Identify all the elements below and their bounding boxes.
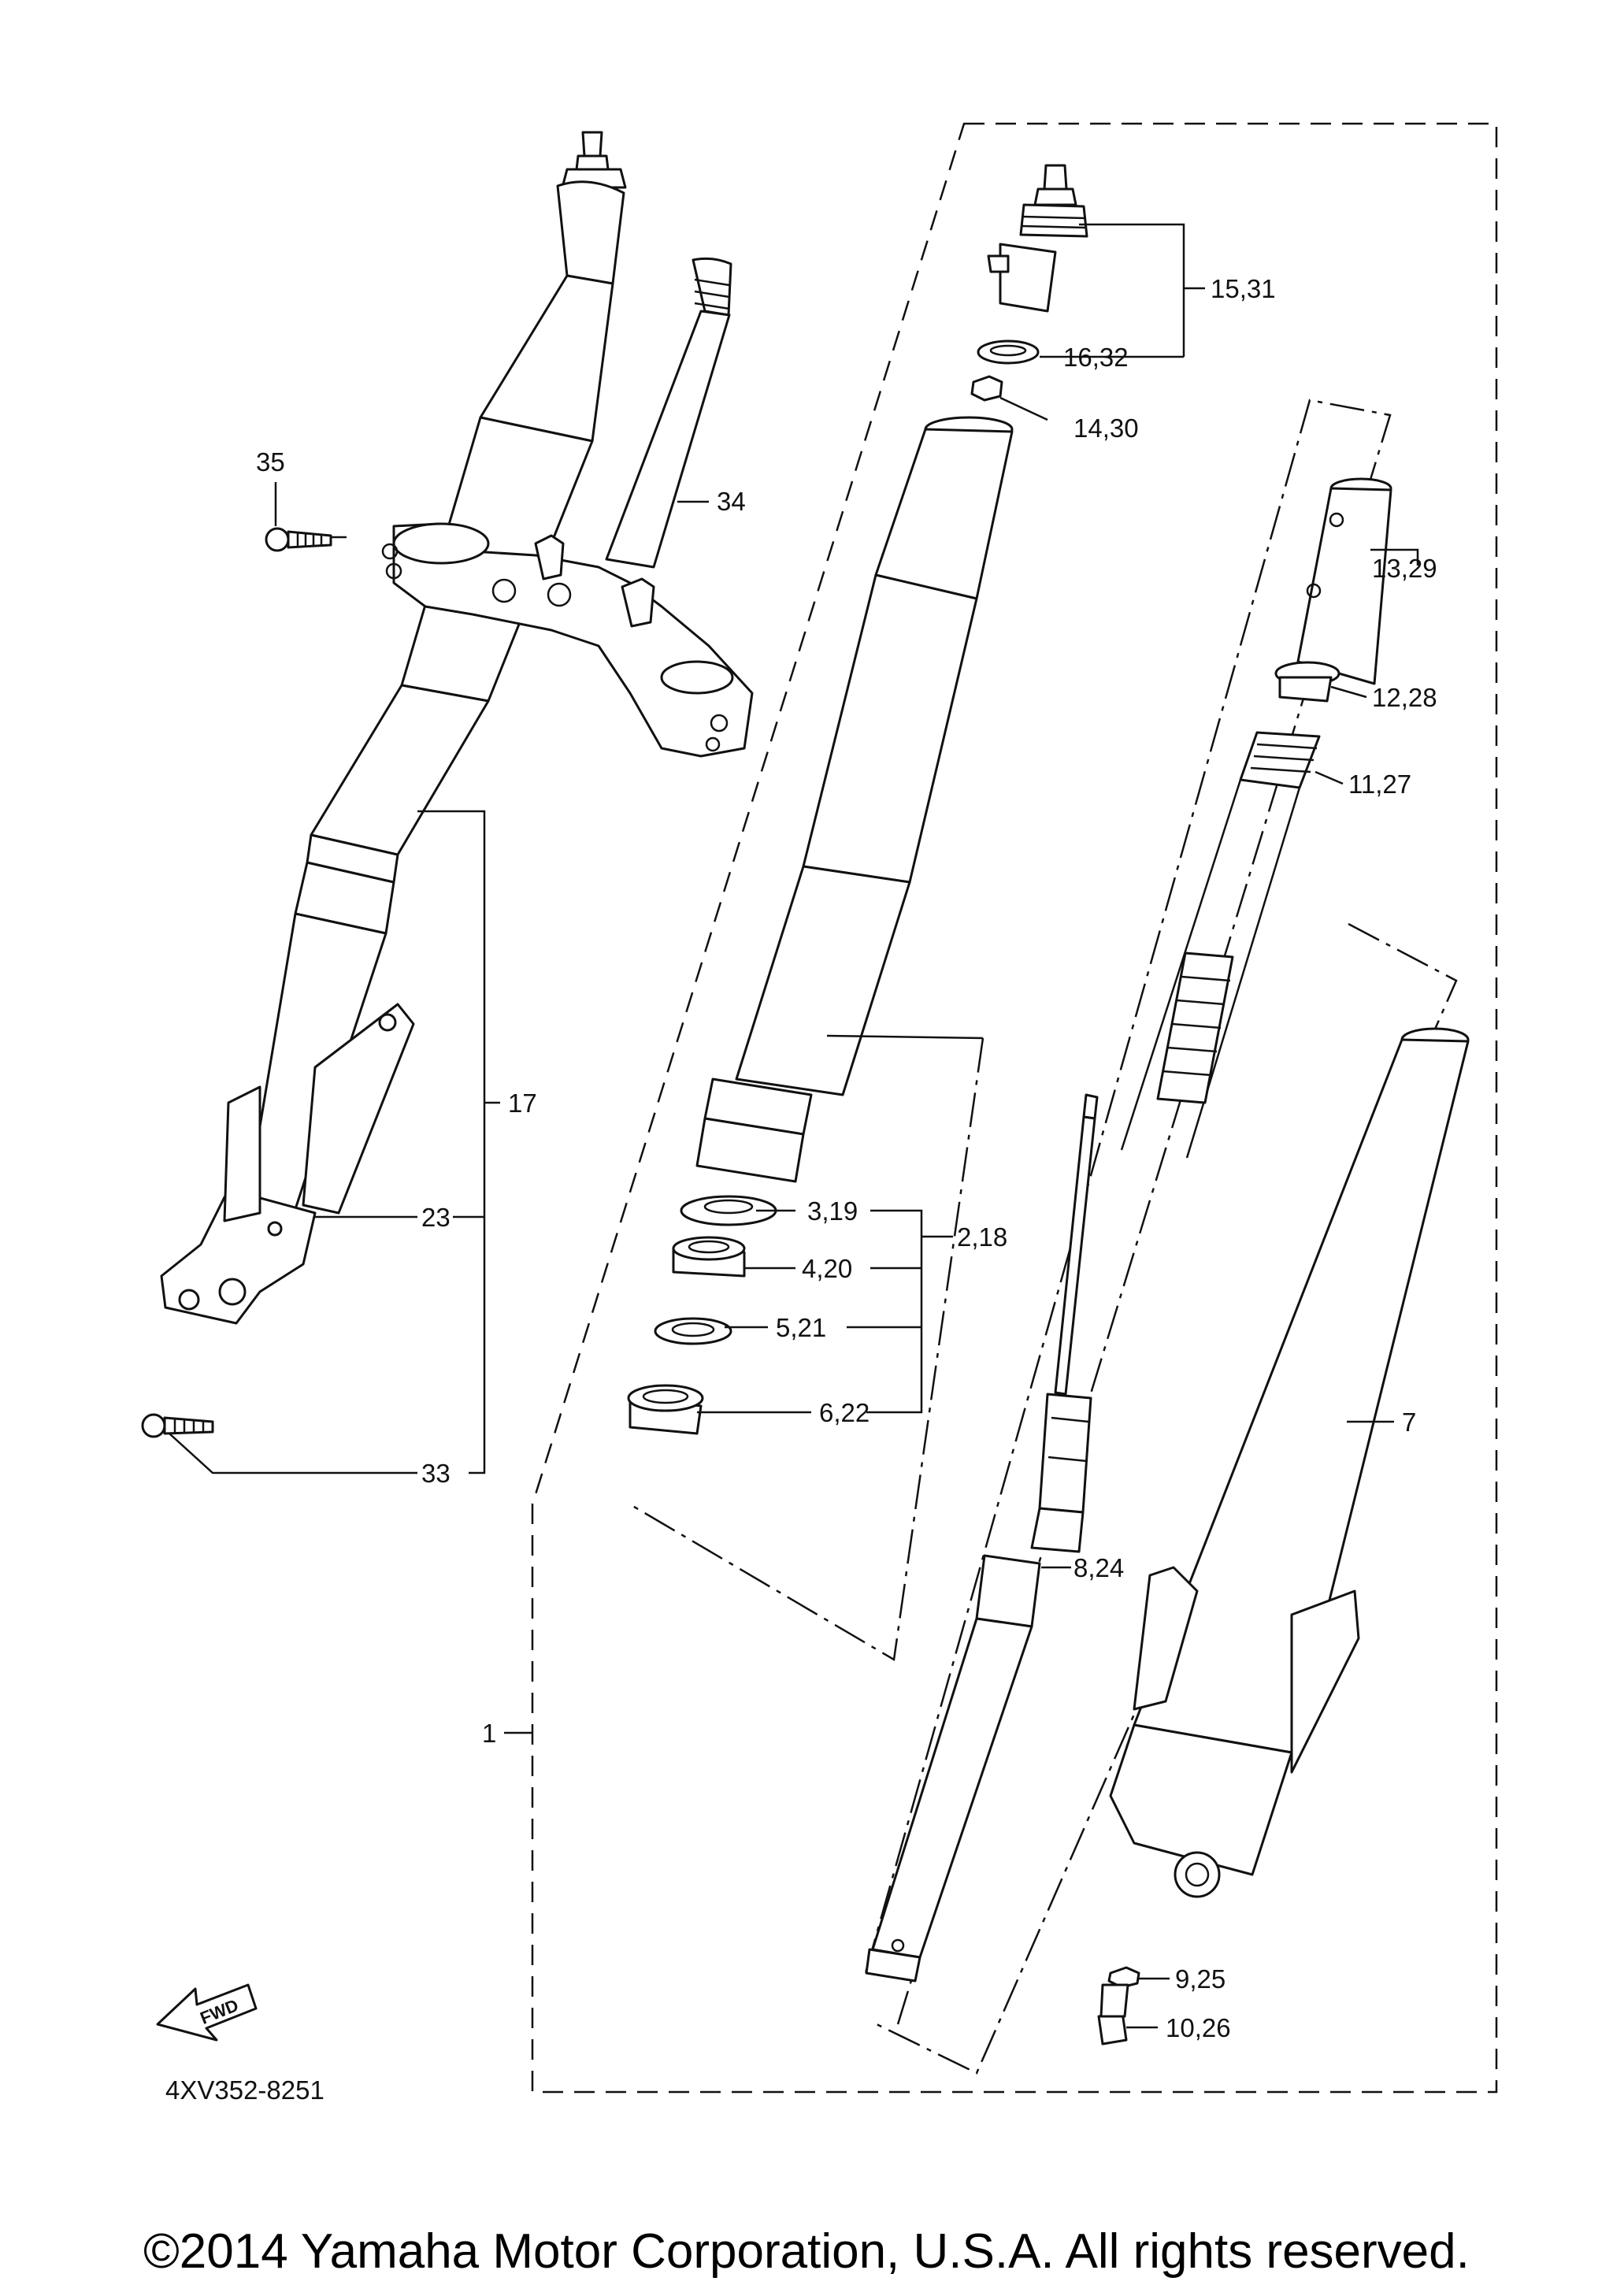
bolt-10-26	[1097, 1983, 1129, 2046]
callout-10-26: 10,26	[1166, 2013, 1231, 2042]
callout-13-29: 13,29	[1372, 554, 1437, 583]
callout-34: 34	[717, 487, 746, 516]
callout-15-31: 15,31	[1211, 274, 1276, 303]
callout-11-27: 11,27	[1348, 770, 1411, 799]
callout-33: 33	[421, 1459, 451, 1488]
callout-4-20: 4,20	[802, 1254, 852, 1283]
callout-12-28: 12,28	[1372, 683, 1437, 712]
inner-tube-2-18	[695, 416, 1014, 1183]
bolt-33	[141, 1413, 214, 1438]
copyright-notice: ©2014 Yamaha Motor Corporation, U.S.A. A…	[143, 2224, 1470, 2279]
damper-rod-8-24	[865, 1093, 1099, 1983]
callout-17: 17	[508, 1089, 537, 1118]
seal-stack	[627, 1195, 777, 1435]
fwd-arrow-icon: FWD	[156, 1983, 258, 2042]
callout-14-30: 14,30	[1073, 414, 1139, 443]
callout-3-19: 3,19	[807, 1196, 858, 1226]
callout-9-25: 9,25	[1175, 1964, 1226, 1994]
cap-bolt-15-31	[987, 164, 1088, 313]
steering-stem	[605, 257, 732, 569]
assembly-boundary	[531, 122, 1498, 2094]
bolt-35	[265, 527, 332, 552]
diagram-code: 4XV352-8251	[165, 2075, 324, 2105]
washer-9-25	[1107, 1966, 1140, 1989]
callout-7: 7	[1402, 1408, 1416, 1437]
outer-tube-7	[1109, 1027, 1470, 1898]
o-ring-16-32	[977, 339, 1040, 365]
callout-1: 1	[482, 1719, 496, 1748]
group-outline-seals	[629, 1037, 984, 1662]
under-bracket	[381, 522, 754, 758]
callout-35: 35	[256, 447, 285, 477]
group-outline-inner-tube	[862, 399, 1392, 2025]
spring-seat-12-28	[1274, 661, 1340, 703]
assembled-fork-leg	[160, 131, 627, 1325]
collar-13-29	[1296, 477, 1392, 685]
nut-14-30	[970, 375, 1003, 402]
callout-2-18: 2,18	[957, 1222, 1007, 1252]
callout-6-22: 6,22	[819, 1398, 870, 1427]
callout-23: 23	[421, 1203, 451, 1232]
callout-16-32: 16,32	[1063, 343, 1129, 372]
spring-11-27	[1120, 731, 1321, 1159]
callout-5-21: 5,21	[776, 1313, 826, 1342]
leader-lines	[169, 223, 1419, 2029]
callout-8-24: 8,24	[1073, 1553, 1124, 1582]
